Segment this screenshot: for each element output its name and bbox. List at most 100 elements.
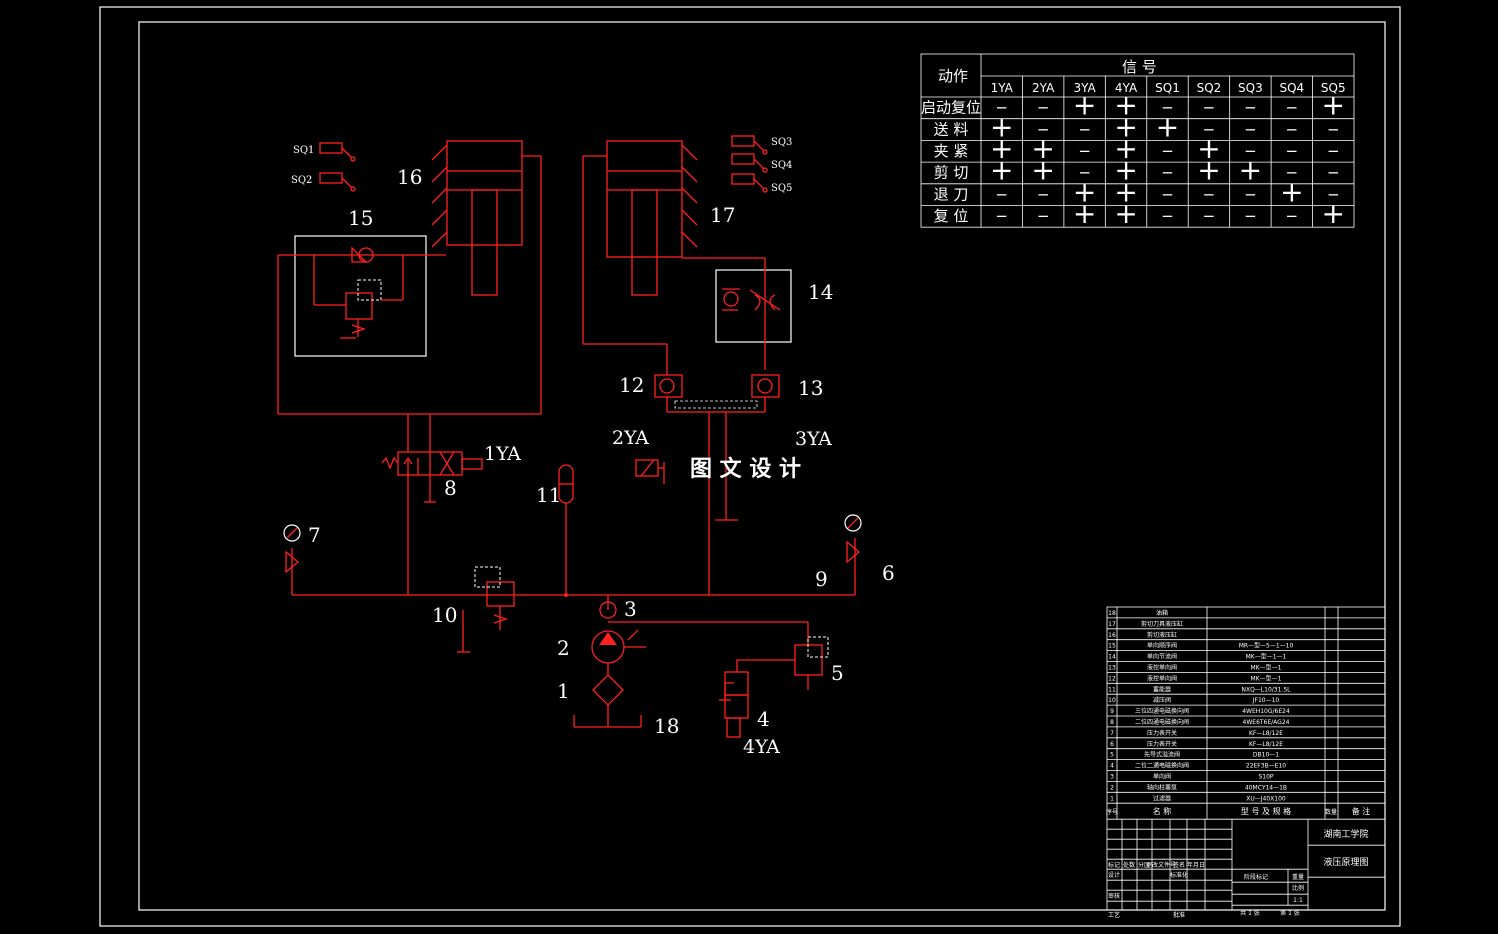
- parts-header-qty: 数量: [1325, 808, 1337, 816]
- signal-cell: −: [1078, 120, 1091, 138]
- signal-cell: −: [1037, 99, 1050, 117]
- part-name: 二位二通电磁换向阀: [1135, 762, 1189, 770]
- signal-cell: +: [1114, 175, 1137, 208]
- label-4: 4: [757, 707, 770, 731]
- school-name: 湖南工学院: [1323, 828, 1368, 840]
- solenoid-label-3ya: 3YA: [795, 428, 832, 450]
- signal-cell: +: [990, 154, 1013, 187]
- signal-cell: −: [1327, 142, 1340, 160]
- part-name: 减压阀: [1153, 696, 1171, 704]
- solenoid-label-2ya: 2YA: [612, 427, 649, 449]
- row-label: 送 料: [934, 120, 969, 138]
- part-spec: XU—J40X100: [1246, 795, 1286, 802]
- part-no: 2: [1110, 784, 1114, 791]
- row-label: 夹 紧: [934, 142, 969, 160]
- label-14: 14: [808, 280, 833, 304]
- signal-cell: +: [1197, 132, 1220, 165]
- part-no: 16: [1108, 632, 1116, 639]
- title-mid-label: 标准化: [1170, 871, 1188, 879]
- title-left-label: 工艺: [1108, 911, 1120, 919]
- title-row-label: 标记: [1108, 861, 1120, 869]
- col-header-sq1: SQ1: [1155, 81, 1180, 95]
- throttle-valve-14: [715, 258, 792, 370]
- part-spec: NXQ—L10/31.5L: [1241, 686, 1291, 693]
- sheet-number: 第 1 张: [1280, 909, 1300, 917]
- signal-cell: −: [1286, 164, 1299, 182]
- part-spec: MR—型—5—1—10: [1239, 642, 1294, 650]
- label-11: 11: [536, 483, 561, 507]
- signal-cell: +: [1073, 175, 1096, 208]
- label-2: 2: [557, 636, 570, 660]
- sheets-total: 共 1 张: [1240, 909, 1260, 917]
- part-no: 7: [1110, 730, 1114, 737]
- check-valves-12-13: [654, 374, 780, 420]
- part-no: 11: [1108, 686, 1116, 693]
- part-name: 液控单向阀: [1147, 664, 1177, 672]
- part-name: 压力表开关: [1147, 740, 1177, 748]
- signal-cell: −: [1161, 207, 1174, 225]
- signal-cell: −: [1161, 99, 1174, 117]
- part-name: 二位四通电磁换向阀: [1135, 718, 1189, 726]
- part-no: 9: [1110, 708, 1114, 715]
- row-label: 退 刀: [934, 185, 969, 203]
- signal-cell: −: [995, 207, 1008, 225]
- title-left-label: 审核: [1108, 892, 1120, 900]
- row-label: 启动复位: [921, 99, 981, 117]
- part-name: 油箱: [1156, 609, 1168, 617]
- part-no: 13: [1108, 665, 1116, 672]
- signal-cell: +: [1114, 197, 1137, 230]
- part-spec: KF—L8/12E: [1249, 741, 1283, 748]
- part-name: 轴向柱塞泵: [1147, 783, 1177, 791]
- signal-cell: −: [995, 99, 1008, 117]
- signal-cell: +: [1031, 132, 1054, 165]
- signal-cell: −: [1244, 185, 1257, 203]
- pump-assembly: [573, 601, 646, 728]
- signal-cell: +: [1197, 154, 1220, 187]
- signal-header: 信 号: [1122, 58, 1157, 76]
- parts-header-spec: 型 号 及 规 格: [1241, 806, 1291, 816]
- solenoid-2ya: [635, 459, 665, 484]
- signal-cell: +: [1073, 89, 1096, 122]
- piping: [277, 155, 856, 645]
- label-9: 9: [815, 567, 828, 591]
- switch-label-sq1: SQ1: [293, 145, 314, 156]
- signal-cell: −: [1203, 185, 1216, 203]
- part-no: 4: [1110, 763, 1114, 770]
- signal-cell: −: [1286, 120, 1299, 138]
- title-row-label: 处数: [1123, 861, 1135, 869]
- label-15: 15: [348, 206, 373, 230]
- limit-switches: [319, 135, 768, 193]
- cylinder-16: [431, 140, 523, 296]
- title-row-label: 签名: [1173, 861, 1185, 869]
- title-row-label: 更改文件号: [1146, 861, 1176, 869]
- directional-valve-8: [381, 451, 483, 476]
- inner-frame: [138, 21, 1386, 911]
- signal-cell: −: [1286, 207, 1299, 225]
- part-no: 12: [1108, 675, 1116, 682]
- label-1: 1: [557, 679, 570, 703]
- signal-cell: +: [1114, 132, 1137, 165]
- part-name: 三位四通电磁换向阀: [1135, 707, 1189, 715]
- signal-cell: −: [1161, 142, 1174, 160]
- part-name: 蓄能器: [1153, 685, 1171, 693]
- parts-header-name: 名 称: [1153, 806, 1172, 816]
- parts-header-no: 序号: [1106, 808, 1118, 816]
- part-name: 剪切液压缸: [1147, 631, 1177, 639]
- solenoid-label-4ya: 4YA: [743, 736, 780, 758]
- signal-cell: −: [1327, 120, 1340, 138]
- part-name: 先导式溢流阀: [1144, 751, 1180, 759]
- label-18: 18: [654, 714, 679, 738]
- part-name: 压力表开关: [1147, 729, 1177, 737]
- part-no: 17: [1108, 621, 1116, 628]
- signal-cell: −: [1327, 164, 1340, 182]
- scale-label: 比例: [1292, 884, 1304, 892]
- title-row-label: 年月日: [1187, 861, 1205, 869]
- signal-cell: +: [1073, 197, 1096, 230]
- part-spec: KF—L8/12E: [1249, 730, 1283, 737]
- signal-cell: −: [1037, 207, 1050, 225]
- part-no: 18: [1108, 610, 1116, 617]
